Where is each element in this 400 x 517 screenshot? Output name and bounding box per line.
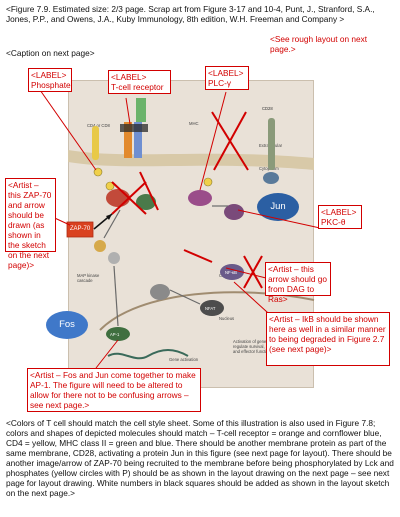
label-plc-gamma: <LABEL> PLC-γ [205,66,249,90]
note-dag-ras: <Artist – this arrow should go from DAG … [265,262,331,304]
dna-strand [107,349,189,360]
activation-genes-text: Activation of genes that regulate surviv… [233,339,288,354]
label-pkc-theta: <LABEL> PKC-θ [318,205,362,229]
cell-membrane [68,150,314,170]
mhc-molecule [136,98,146,122]
zap70-label: ZAP-70 [69,226,91,232]
strikethrough-marks [111,111,263,289]
ap1-molecule [106,327,130,341]
nfat-nuclear [200,300,224,316]
jun-shape [257,193,299,221]
footer-text: <Colors of T cell should match the cell … [6,418,394,498]
cd28-tail [263,172,279,184]
mapk-text: MAP kinase cascade [77,273,100,283]
rough-layout-note: <See rough layout on next page.> [270,34,368,54]
nfkb-text: NF-κB [225,270,237,275]
phosphate-circle [203,177,213,187]
label-tcell-receptor: <LABEL> T-cell receptor [108,70,171,94]
jun-label: Jun [270,201,286,212]
cd28-label: CD28 [262,106,273,111]
mapk-molecule [108,252,120,264]
plc-gamma-molecule [188,190,212,206]
cd4-text: CD4 or CD8 [87,123,110,128]
pkc-theta-molecule [224,204,244,220]
zap70-shape [66,221,94,238]
tcr-cap [120,124,148,132]
nucleus-text: Nucleus [219,316,235,321]
label-phosphate: <LABEL> Phosphate [28,68,72,92]
fos-label: Fos [59,319,75,330]
phosphate-circle [105,181,115,191]
nfat-cytoplasmic [150,284,170,300]
tcr-chain-2 [134,122,142,158]
nfat-text: NFAT [205,306,216,311]
zap70-molecule [106,189,130,207]
ap1-text: AP-1 [110,332,120,337]
lat-molecule [136,194,156,210]
zap70-arrowhead [106,214,112,220]
cd28-molecule [268,118,275,170]
tcr-chain-1 [124,122,132,158]
note-fos-jun: <Artist – Fos and Jun come together to m… [27,368,201,412]
note-ikb: <Artist – IkB should be shown here as we… [266,312,390,366]
note-zap70: <Artist – this ZAP-70 and arrow should b… [5,178,56,270]
cd4-molecule [92,126,99,160]
ras-molecule [94,240,106,252]
gene-activation-text: Gene activation [169,357,199,362]
mhc-text: MHC [189,121,199,126]
fos-shape [46,311,88,339]
figure-arrow [113,265,119,327]
figure-arrow [169,289,201,305]
figure-arrow [103,209,121,239]
caption-note: <Caption on next page> [6,48,95,58]
header-text: <Figure 7.9. Estimated size: 2/3 page. S… [6,4,375,24]
